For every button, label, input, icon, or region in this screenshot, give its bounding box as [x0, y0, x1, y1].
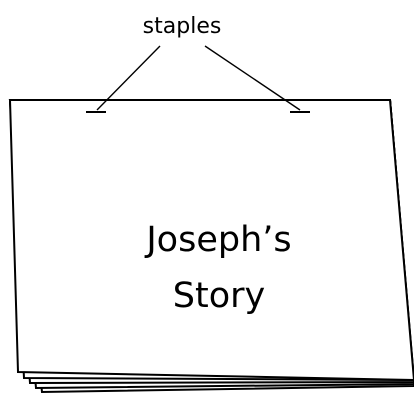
- book-title-line-1: Joseph’s: [144, 220, 291, 260]
- book-title-line-2: Story: [173, 276, 265, 316]
- leader-line-right: [204, 45, 301, 111]
- stacked-pages: [8, 99, 414, 394]
- front-cover: [8, 99, 414, 382]
- leader-line-left: [96, 45, 161, 111]
- staples-label: staples: [143, 14, 222, 39]
